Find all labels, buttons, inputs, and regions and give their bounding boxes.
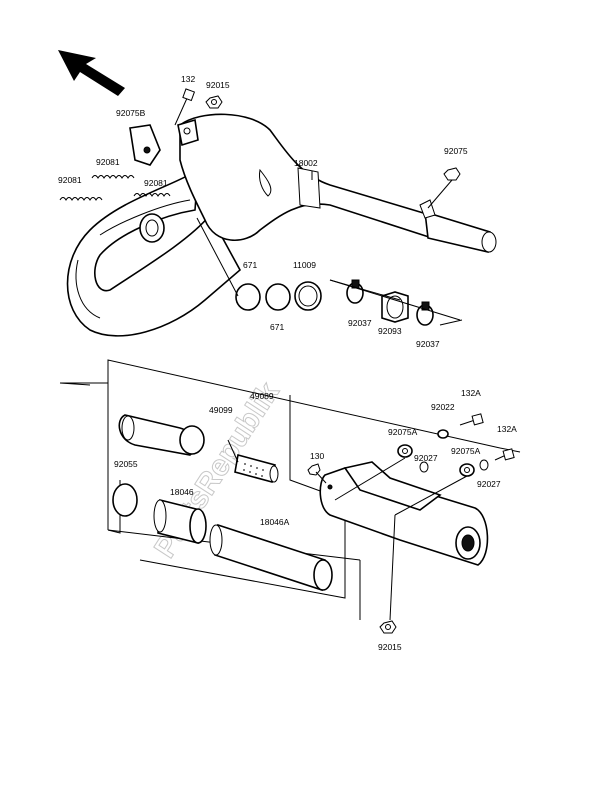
perforated-tube-49099 (234, 453, 279, 484)
bolt-132a-a (459, 413, 484, 426)
label-92081-a: 92081 (96, 157, 120, 167)
leader-lines-top (196, 171, 463, 326)
label-18002: 18002 (294, 158, 318, 168)
label-92075: 92075 (444, 146, 468, 156)
label-130: 130 (310, 451, 324, 461)
pipe-49089 (118, 414, 205, 456)
packing-18046 (153, 498, 207, 545)
expansion-chamber (66, 113, 497, 337)
clamp-92037-b (416, 301, 434, 326)
label-92027-b: 92027 (477, 479, 501, 489)
label-92037-b: 92037 (416, 339, 440, 349)
bolt-132 (174, 88, 196, 126)
label-92075a-b: 92075A (451, 446, 481, 456)
nut-92015-top (205, 95, 223, 109)
label-671-a: 671 (243, 260, 257, 270)
nut-92075 (427, 167, 461, 209)
leader-lines-bottom (227, 439, 468, 621)
washer-92022 (437, 429, 449, 439)
nut-92075a-b (459, 463, 475, 477)
label-132: 132 (181, 74, 195, 84)
springs-92081 (59, 175, 171, 201)
label-132a-a: 132A (461, 388, 481, 398)
label-92015-bottom: 92015 (378, 642, 402, 652)
bolt-130 (307, 463, 327, 484)
label-92093: 92093 (378, 326, 402, 336)
washer-92027-b (479, 459, 489, 471)
label-92081-c: 92081 (144, 178, 168, 188)
washer-92027-a (419, 461, 429, 473)
label-92075a-a: 92075A (388, 427, 418, 437)
bolt-132a-b (494, 448, 515, 461)
label-92081-b: 92081 (58, 175, 82, 185)
silencer-body (319, 461, 489, 566)
label-18046: 18046 (170, 487, 194, 497)
joint-92093 (381, 291, 409, 323)
label-92015-top: 92015 (206, 80, 230, 90)
ring-92055 (112, 483, 138, 517)
label-49089: 49089 (250, 391, 274, 401)
label-92075b: 92075B (116, 108, 146, 118)
label-132a-b: 132A (497, 424, 517, 434)
front-direction-arrow-icon (58, 50, 125, 96)
gasket-11009 (294, 281, 322, 311)
callout-labels: 132 92015 92075B 92081 92081 92081 18002… (58, 74, 517, 652)
label-18046a: 18046A (260, 517, 290, 527)
clamp-92037-a (346, 279, 364, 304)
label-92027-a: 92027 (414, 453, 438, 463)
label-671-b: 671 (270, 322, 284, 332)
label-49099: 49099 (209, 405, 233, 415)
nut-92075a-a (397, 444, 413, 458)
packing-18046a (209, 523, 333, 592)
nut-92015-bottom (379, 620, 397, 634)
label-92055: 92055 (114, 459, 138, 469)
label-11009: 11009 (293, 260, 316, 270)
label-92037-a: 92037 (348, 318, 372, 328)
gaskets-671 (235, 283, 291, 311)
bracket-92075b (129, 124, 161, 166)
label-92022: 92022 (431, 402, 455, 412)
